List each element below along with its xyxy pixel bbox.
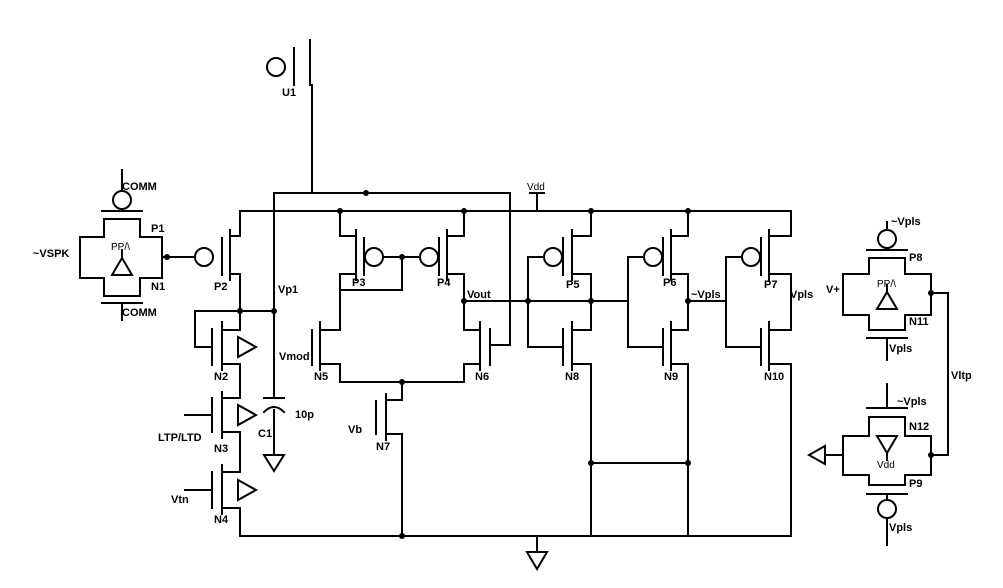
- label-vpls-r1: Vpls: [889, 343, 912, 355]
- label-vpls-inv-mid: ~Vpls: [691, 289, 721, 301]
- label-p4: P4: [437, 277, 451, 289]
- label-n12: N12: [909, 421, 929, 433]
- transmission-gate-left: [79, 169, 196, 321]
- label-c1: C1: [258, 428, 272, 440]
- label-p5: P5: [566, 279, 579, 291]
- label-vpls-r2: Vpls: [889, 522, 912, 534]
- label-pp-left: PP/\: [111, 242, 130, 253]
- label-vplus: V+: [826, 284, 840, 296]
- transmission-gate-right-bottom: [806, 383, 949, 546]
- bias-bus: [273, 190, 511, 399]
- label-p3: P3: [352, 277, 365, 289]
- transistor-n5: [311, 289, 341, 383]
- label-vdd-r: Vdd: [877, 460, 895, 471]
- label-vp1: Vp1: [278, 284, 298, 296]
- label-vpls-mid: Vpls: [790, 289, 813, 301]
- transistor-n2: [194, 321, 259, 399]
- inverter-p5-n8: [527, 210, 594, 537]
- label-p9: P9: [909, 478, 922, 490]
- inverter-p6-n9: [627, 210, 691, 537]
- capacitor-c1: [262, 397, 286, 473]
- label-vout: Vout: [467, 289, 491, 301]
- transistor-n3: [184, 391, 259, 473]
- transistor-n4: [184, 464, 259, 537]
- label-vpls-inv-r2: ~Vpls: [897, 396, 927, 408]
- label-vltp: Vltp: [951, 370, 972, 382]
- transistor-p4: [419, 210, 465, 331]
- label-n5: N5: [314, 371, 328, 383]
- label-vb: Vb: [348, 424, 362, 436]
- label-n3: N3: [214, 443, 228, 455]
- ground-rail: [239, 533, 792, 571]
- label-vdd-top: Vdd: [527, 182, 545, 193]
- transistor-p3: [339, 210, 403, 291]
- transistor-n6: [463, 321, 511, 383]
- label-n8: N8: [565, 371, 579, 383]
- label-n1: N1: [151, 281, 165, 293]
- label-n4: N4: [214, 514, 229, 526]
- label-n9: N9: [664, 371, 678, 383]
- label-p6: P6: [663, 277, 676, 289]
- inverter-p7-n10: [725, 210, 792, 537]
- transistor-u1: [266, 39, 313, 194]
- label-n6: N6: [475, 371, 489, 383]
- label-comm-bottom: COMM: [122, 307, 157, 319]
- label-p8: P8: [909, 252, 922, 264]
- vdd-rail: [239, 192, 792, 214]
- transistor-n7: [375, 381, 403, 537]
- label-vmod: Vmod: [279, 351, 310, 363]
- label-p2: P2: [214, 281, 227, 293]
- label-u1: U1: [282, 87, 296, 99]
- label-comm-top: COMM: [122, 181, 157, 193]
- label-vtn: Vtn: [171, 494, 189, 506]
- label-ltp-ltd: LTP/LTD: [158, 432, 202, 444]
- label-n7: N7: [376, 441, 390, 453]
- label-n11: N11: [909, 316, 929, 328]
- label-n10: N10: [764, 371, 784, 383]
- label-pp-right: PP/\: [877, 279, 896, 290]
- label-n2: N2: [214, 371, 228, 383]
- transmission-gate-right-top: [842, 221, 949, 361]
- transistor-p2: [194, 210, 241, 331]
- label-p1: P1: [151, 223, 164, 235]
- label-vspk: ~VSPK: [33, 248, 69, 260]
- label-cap-value: 10p: [295, 409, 314, 421]
- label-vpls-inv-r1: ~Vpls: [891, 216, 921, 228]
- label-p7: P7: [764, 279, 777, 291]
